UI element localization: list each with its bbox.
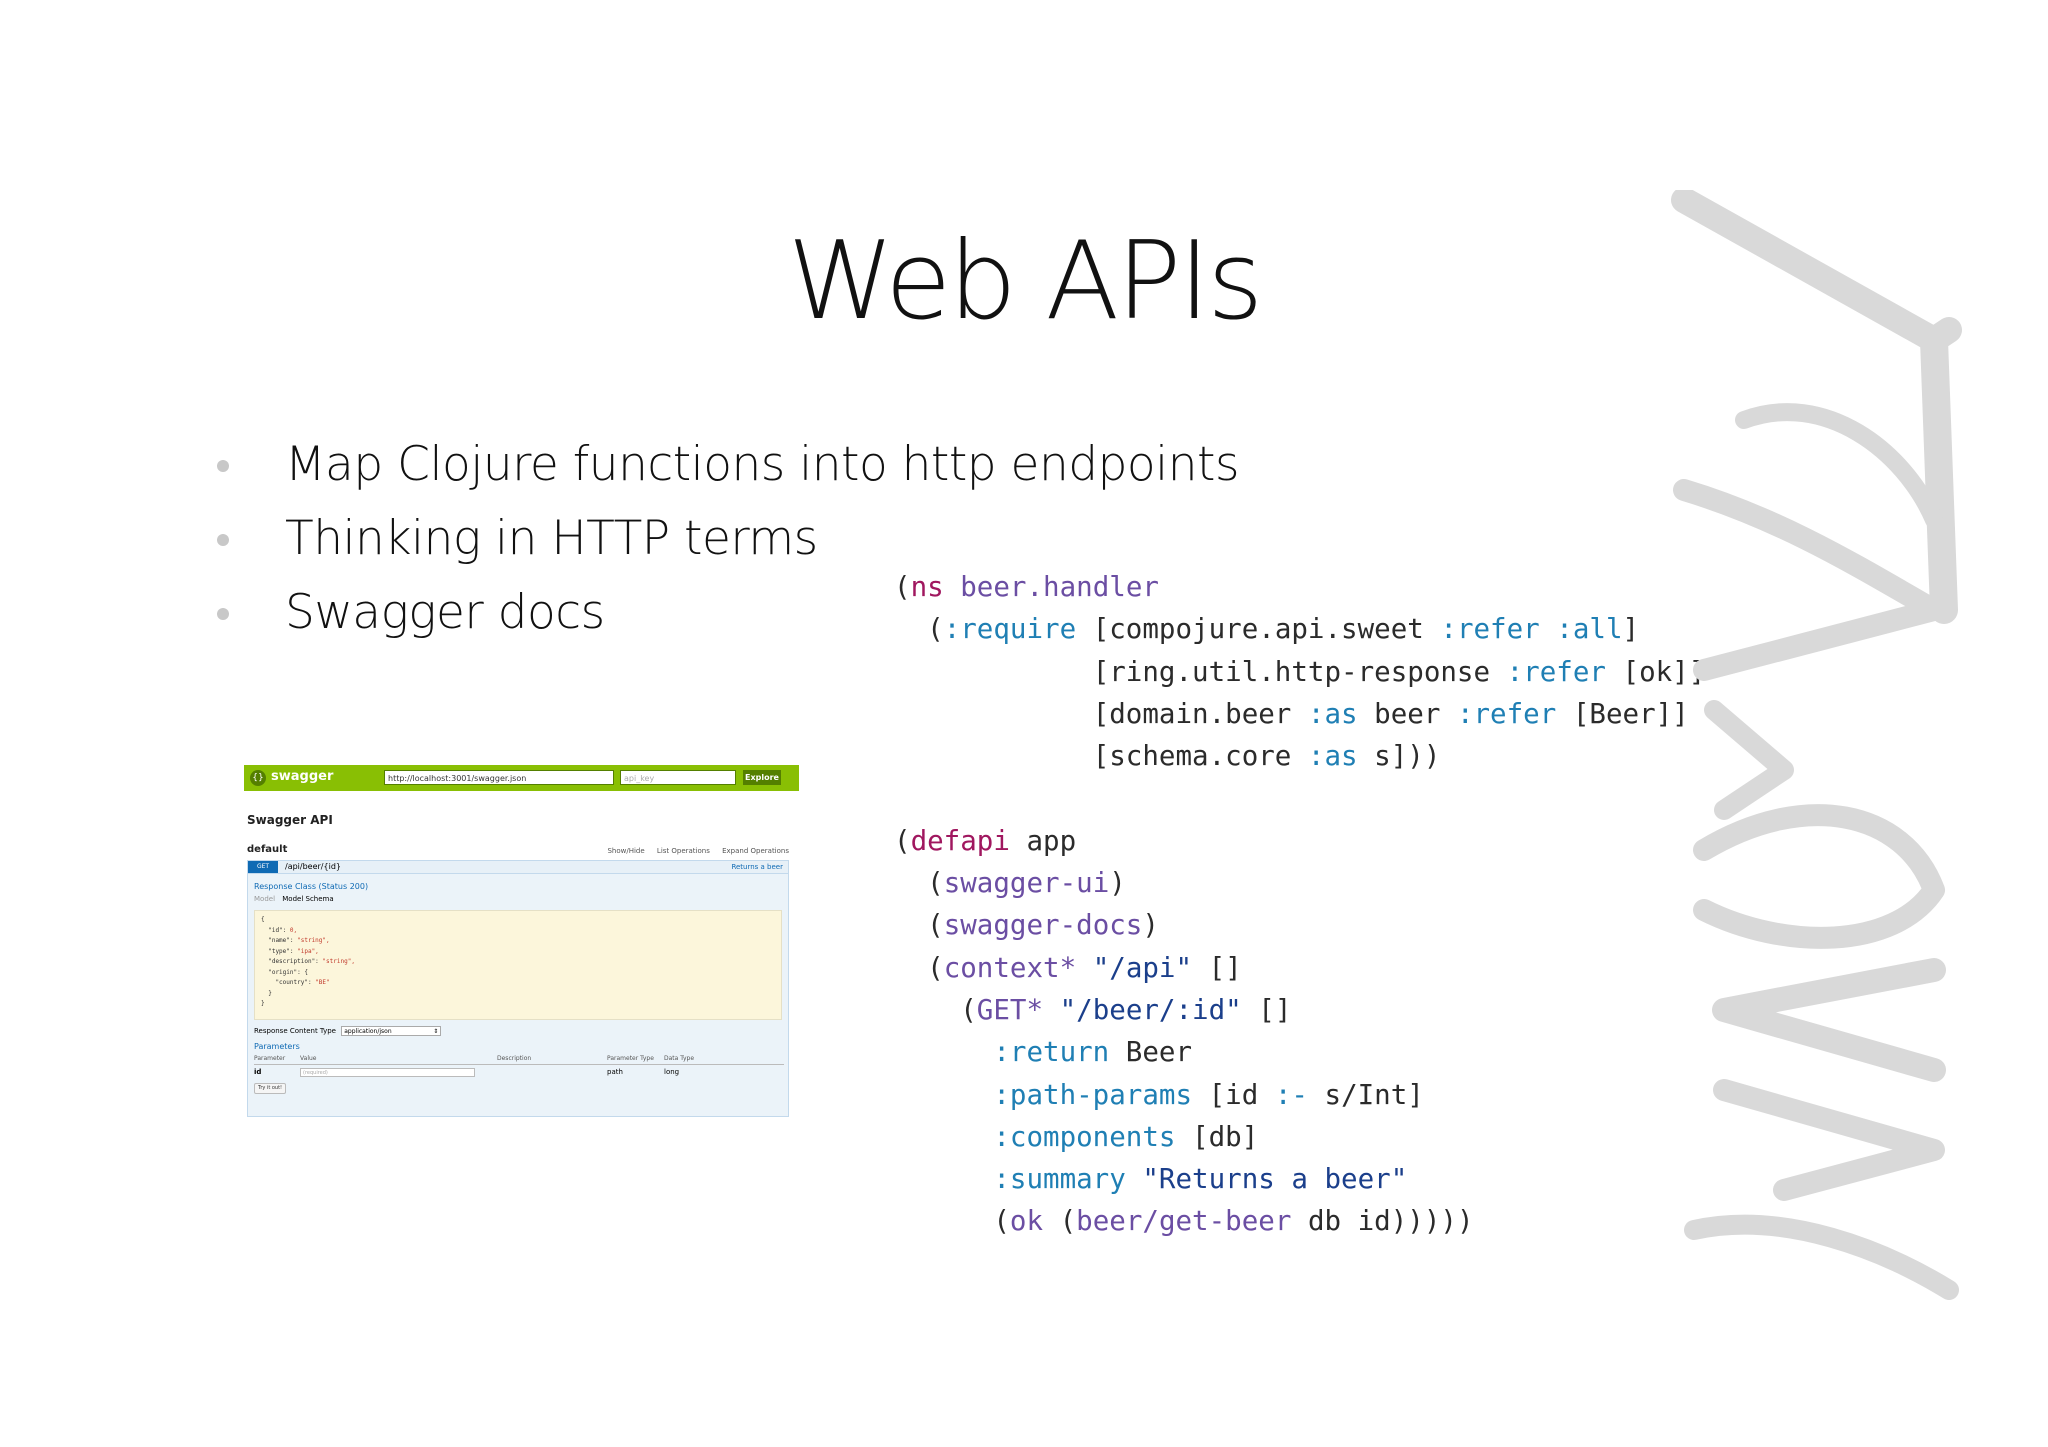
code-line: :path-params [id :- s/Int] [993, 1078, 1424, 1111]
explore-button[interactable]: Explore [743, 770, 781, 785]
parameters-label: Parameters [254, 1042, 300, 1051]
show-hide-link[interactable]: Show/Hide [607, 847, 645, 855]
table-row: id (required) path long [254, 1068, 680, 1077]
slide-title: Web APIs [787, 219, 1264, 344]
code-line: (swagger-ui) [927, 867, 1126, 900]
tab-model[interactable]: Model [254, 895, 276, 903]
operation-summary: Returns a beer [731, 863, 783, 871]
code-line: (defapi app [894, 824, 1077, 857]
bullet-text: Thinking in HTTP terms [285, 511, 818, 566]
response-class-label: Response Class (Status 200) [254, 882, 369, 891]
code-line: :summary "Returns a beer" [993, 1163, 1408, 1196]
swagger-header: {} swagger http://localhost:3001/swagger… [244, 765, 799, 791]
code-line: (swagger-docs) [927, 909, 1159, 942]
get-method-badge: GET [248, 861, 278, 873]
code-line: (context* "/api" [] [927, 951, 1242, 984]
response-content-type: Response Content Type application/json⇕ [254, 1026, 442, 1036]
parameters-header: Parameter Value Description Parameter Ty… [254, 1055, 784, 1065]
swagger-api-title: Swagger API [247, 813, 333, 827]
code-line: [schema.core :as s])) [1092, 740, 1441, 773]
api-key-input[interactable]: api_key [620, 770, 736, 785]
select-arrow-icon: ⇕ [433, 1028, 439, 1035]
model-schema-block: { "id": 0, "name": "string", "type": "ip… [254, 910, 782, 1020]
bullet-text: Map Clojure functions into http endpoint… [285, 437, 1239, 492]
response-content-type-label: Response Content Type [254, 1027, 336, 1035]
model-tabs: Model Model Schema [254, 895, 334, 903]
code-line: [ring.util.http-response :refer [ok]] [1092, 655, 1706, 688]
bullet-item: Swagger docs [205, 576, 1239, 650]
code-line: :return Beer [993, 1036, 1193, 1069]
tab-model-schema[interactable]: Model Schema [282, 895, 334, 903]
bullet-text: Swagger docs [285, 585, 605, 640]
swagger-ui-screenshot: {} swagger http://localhost:3001/swagger… [244, 765, 799, 1117]
code-line: (ok (beer/get-beer db id))))) [993, 1205, 1474, 1238]
bullet-dot-icon [217, 608, 229, 620]
signature-watermark-icon [1671, 190, 1962, 1300]
bullet-item: Thinking in HTTP terms [205, 502, 1239, 576]
swagger-url-input[interactable]: http://localhost:3001/swagger.json [384, 770, 614, 785]
operation-path: /api/beer/{id} [285, 862, 341, 871]
swagger-logo-icon: {} [250, 770, 266, 786]
code-line: (GET* "/beer/:id" [] [960, 993, 1292, 1026]
operation-links: Show/Hide List Operations Expand Operati… [597, 847, 789, 855]
code-line: (:require [compojure.api.sweet :refer :a… [927, 613, 1640, 646]
bullet-list: Map Clojure functions into http endpoint… [205, 428, 1239, 650]
expand-operations-link[interactable]: Expand Operations [722, 847, 789, 855]
bullet-dot-icon [217, 460, 229, 472]
operation-details: Response Class (Status 200) Model Model … [247, 874, 789, 1117]
bullet-dot-icon [217, 534, 229, 546]
swagger-brand: swagger [271, 769, 334, 784]
code-line: [domain.beer :as beer :refer [Beer]] [1092, 697, 1689, 730]
code-line: (ns beer.handler [894, 571, 1159, 603]
operation-get-beer[interactable]: GET /api/beer/{id} Returns a beer [247, 860, 789, 874]
content-type-select[interactable]: application/json⇕ [341, 1026, 442, 1036]
list-operations-link[interactable]: List Operations [656, 847, 710, 855]
code-line: :components [db] [993, 1120, 1259, 1153]
param-id-input[interactable]: (required) [300, 1068, 475, 1077]
section-default[interactable]: default [247, 844, 288, 855]
bullet-item: Map Clojure functions into http endpoint… [205, 428, 1239, 502]
try-it-out-button[interactable]: Try it out! [254, 1083, 287, 1094]
code-block: (ns beer.handler (:require [compojure.ap… [894, 566, 1705, 1243]
